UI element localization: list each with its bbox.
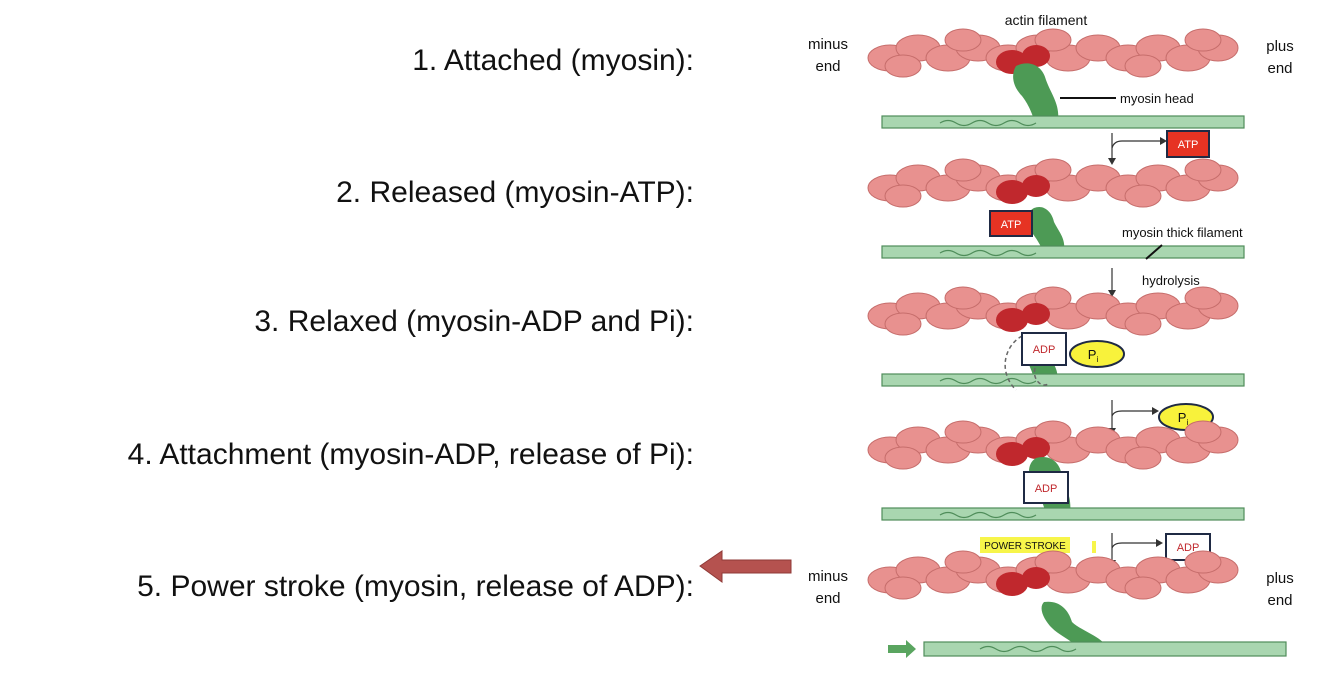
atp-bound-label: ATP xyxy=(1001,219,1022,231)
row-released xyxy=(867,158,1245,259)
minus-end-label-bottom-end: end xyxy=(815,590,840,607)
actin-filament-label: actin filament xyxy=(1005,12,1088,28)
transition-arrow-1 xyxy=(1108,133,1167,165)
svg-text:Pi: Pi xyxy=(1088,347,1099,364)
pi-relaxed-subscript: i xyxy=(1096,355,1098,364)
myosin-head-label: myosin head xyxy=(1120,91,1194,106)
row-attachment xyxy=(867,420,1245,521)
pi-released-subscript: i xyxy=(1186,418,1188,427)
hydrolysis-label: hydrolysis xyxy=(1142,273,1200,288)
row-attached xyxy=(867,28,1245,129)
atp-released-label: ATP xyxy=(1178,139,1199,151)
adp-relaxed-label: ADP xyxy=(1033,344,1056,356)
svg-text:Pi: Pi xyxy=(1178,410,1189,427)
myosin-thick-filament-label: myosin thick filament xyxy=(1122,225,1243,240)
plus-end-label-bottom-end: end xyxy=(1267,592,1292,609)
filament-slide-arrow xyxy=(888,640,916,658)
step-2-label: 2. Released (myosin-ATP): xyxy=(336,176,694,209)
plus-end-label-top: plus xyxy=(1266,38,1294,55)
minus-end-label-top: minus xyxy=(808,36,848,53)
minus-end-label-bottom: minus xyxy=(808,568,848,585)
pointer-arrow xyxy=(699,550,792,583)
plus-end-label-bottom: plus xyxy=(1266,570,1294,587)
step-3-label: 3. Relaxed (myosin-ADP and Pi): xyxy=(254,305,694,338)
step-1-label: 1. Attached (myosin): xyxy=(412,44,694,77)
pi-relaxed-label: P xyxy=(1088,347,1097,362)
transition-arrow-2 xyxy=(1108,268,1116,297)
row-power-stroke xyxy=(867,550,1239,650)
cross-bridge-cycle-diagram: actin filament minus end plus end myosin… xyxy=(808,12,1294,658)
step-5-label: 5. Power stroke (myosin, release of ADP)… xyxy=(137,570,694,603)
pi-released-label: P xyxy=(1178,410,1187,425)
adp-released-label: ADP xyxy=(1177,542,1200,554)
adp-attached-label: ADP xyxy=(1035,483,1058,495)
step-4-label: 4. Attachment (myosin-ADP, release of Pi… xyxy=(127,438,694,471)
power-stroke-label: POWER STROKE xyxy=(984,541,1066,552)
minus-end-label-top-end: end xyxy=(815,58,840,75)
plus-end-label-top-end: end xyxy=(1267,60,1292,77)
